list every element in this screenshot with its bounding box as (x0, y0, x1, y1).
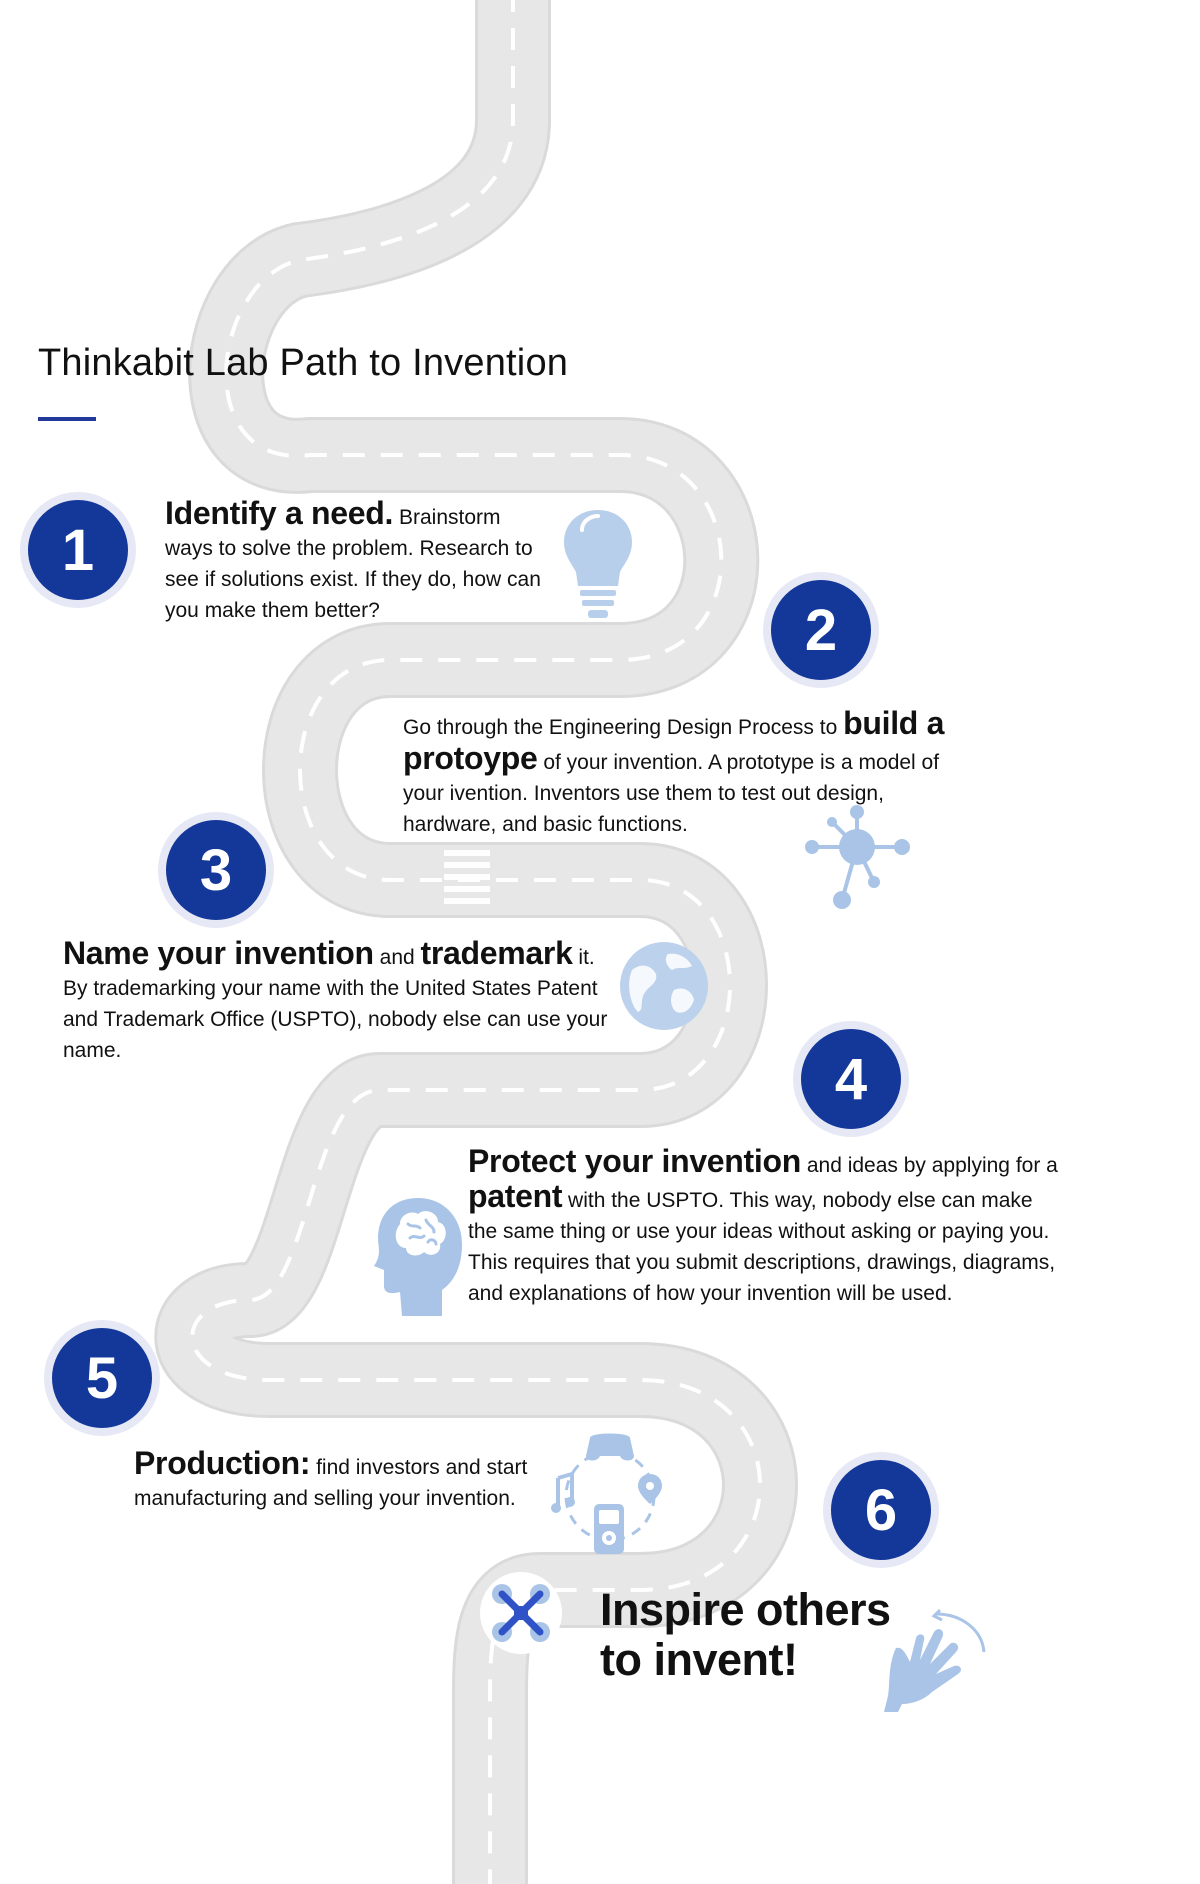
step-number: 1 (61, 517, 95, 583)
step-body: find investors and start manufacturing a… (134, 1456, 528, 1510)
brain-head-icon (374, 1198, 462, 1316)
final-message: Inspire others to invent! (600, 1584, 891, 1685)
step-number: 5 (85, 1345, 119, 1411)
step-1-text: Identify a need. Brainstorm ways to solv… (165, 495, 553, 626)
step-4-badge: 4 (793, 1021, 909, 1137)
step-5-badge: 5 (44, 1320, 160, 1436)
globe-icon (620, 942, 708, 1030)
step-1-badge: 1 (20, 492, 136, 608)
step-lead: build a protoype (403, 705, 945, 776)
step-lead: Name your invention (63, 935, 374, 971)
drone-icon (492, 1584, 550, 1642)
step-2-text: Go through the Engineering Design Proces… (403, 705, 978, 840)
lightbulb-icon (564, 510, 632, 618)
page-title: Thinkabit Lab Path to Invention (38, 342, 569, 384)
step-pre: Go through the Engineering Design Proces… (403, 716, 844, 739)
step-lead: Production: (134, 1445, 311, 1481)
step-mid: and ideas by applying for a (801, 1154, 1058, 1177)
step-2-badge: 2 (763, 572, 879, 688)
step-body: Brainstorm ways to solve the problem. Re… (165, 506, 541, 622)
step-number: 2 (804, 597, 838, 663)
step-3-text: Name your invention and trademark it. By… (63, 935, 619, 1066)
road-lane-dashes (190, 0, 762, 1884)
step-lead-2: patent (468, 1178, 563, 1214)
drone-marker (480, 1572, 562, 1654)
step-lead-2: trademark (420, 935, 573, 971)
waving-hand-icon (884, 1608, 986, 1712)
step-body: it. By trademarking your name with the U… (63, 946, 608, 1062)
crosswalk (444, 850, 490, 904)
step-6-badge: 6 (823, 1452, 939, 1568)
step-5-text: Production: find investors and start man… (134, 1445, 530, 1514)
step-3-badge: 3 (158, 812, 274, 928)
step-number: 4 (834, 1046, 868, 1112)
step-body: with the USPTO. This way, nobody else ca… (468, 1189, 1056, 1305)
step-lead: Identify a need. (165, 495, 394, 531)
step-body: of your invention. A prototype is a mode… (403, 751, 940, 836)
step-mid: and (373, 946, 421, 969)
step-number: 3 (199, 837, 233, 903)
step-lead: Protect your invention (468, 1143, 801, 1179)
devices-icon (551, 1433, 662, 1554)
network-icon (805, 805, 910, 909)
title-underline (38, 417, 96, 421)
step-4-text: Protect your invention and ideas by appl… (468, 1143, 1058, 1309)
step-number: 6 (864, 1477, 898, 1543)
